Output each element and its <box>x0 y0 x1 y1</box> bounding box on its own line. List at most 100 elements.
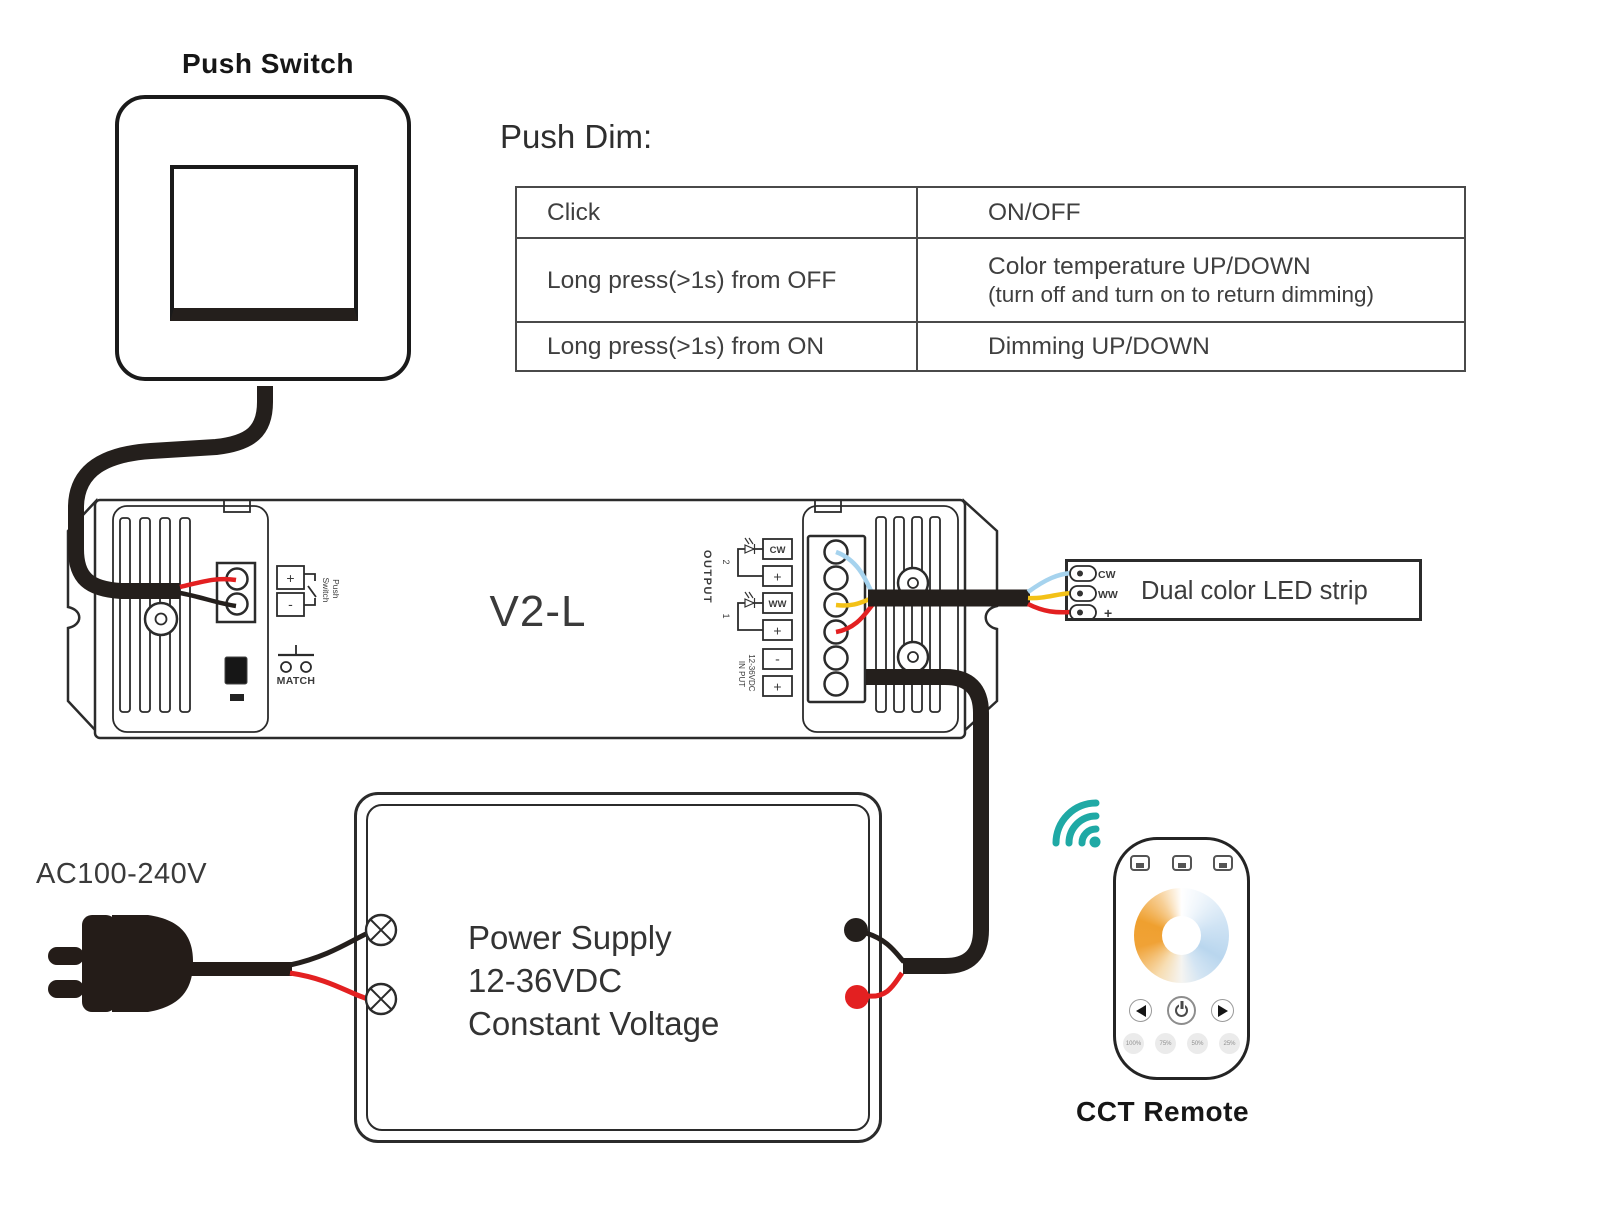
controller-body: + - Push Switch MATCH V2-L <box>66 497 999 740</box>
table-row: Long press(>1s) from OFF Color temperatu… <box>517 237 1464 321</box>
wire-terminal-block <box>806 534 867 704</box>
output-label: OUTPUT <box>701 550 713 604</box>
result-cell: Color temperature UP/DOWN <box>988 253 1311 280</box>
svg-text:Push Switch: Push Switch <box>321 577 341 602</box>
cct-remote: 100% 75% 50% 25% <box>1113 837 1250 1080</box>
power-icon <box>1175 1004 1188 1017</box>
mount-ear-left <box>66 497 98 735</box>
controller-case <box>93 498 967 740</box>
prev-button <box>1129 999 1152 1022</box>
psu-line-1: Power Supply <box>468 919 672 956</box>
led-diode-icon <box>744 537 756 554</box>
end-cap-left <box>112 505 269 733</box>
zone-button-icon <box>1171 855 1192 871</box>
wire-yellow <box>835 596 871 608</box>
zone-button-icon <box>1130 855 1150 871</box>
screw-hole <box>896 640 930 674</box>
wireless-origin-dot <box>1089 836 1101 848</box>
right-triangle-icon <box>1217 1004 1228 1017</box>
channel1-number: 1 <box>721 613 731 618</box>
vent-grille-right <box>875 516 941 713</box>
screw-hole-center <box>907 577 919 589</box>
ac-plug <box>48 915 370 1012</box>
terminal-holes <box>823 539 849 697</box>
led-strip-label: Dual color LED strip <box>1141 577 1368 605</box>
svg-text:12-36VDC IN PUT: 12-36VDC IN PUT <box>737 654 756 694</box>
preset-button: 100% <box>1123 1033 1144 1054</box>
end-cap-right <box>802 505 959 733</box>
vent-grille-left <box>119 517 191 713</box>
led-strip <box>1065 559 1422 621</box>
color-temperature-wheel <box>1134 888 1229 983</box>
channel1-bracket <box>737 602 763 631</box>
terminal-plus: + <box>773 623 781 639</box>
result-cell-note: (turn off and turn on to return dimming) <box>988 282 1375 307</box>
push-switch-label: Push Switch <box>182 48 354 79</box>
preset-button: 75% <box>1155 1033 1176 1054</box>
terminal-plus: + <box>773 569 781 585</box>
wire-red <box>835 601 876 635</box>
power-button <box>1167 996 1196 1025</box>
indicator-led <box>230 694 244 701</box>
preset-button: 25% <box>1219 1033 1240 1054</box>
push-plus: + <box>286 570 294 586</box>
terminal-label-boxes <box>762 538 793 697</box>
channel2-bracket <box>737 548 763 577</box>
wire-black <box>179 590 237 609</box>
model-label: V2-L <box>490 587 587 636</box>
match-label: MATCH <box>277 675 316 687</box>
zone-button-icon <box>1213 855 1233 871</box>
psu-line-2: 12-36VDC <box>468 962 623 999</box>
table-row: Click ON/OFF <box>517 188 1464 237</box>
switch-terminal-block <box>215 561 257 624</box>
wire-red <box>179 576 237 590</box>
action-cell: Long press(>1s) from ON <box>547 333 825 360</box>
svg-text:1: 1 <box>721 613 731 618</box>
push-switch-cable <box>68 386 273 609</box>
push-dim-table: Click ON/OFF Long press(>1s) from OFF Co… <box>515 186 1466 372</box>
plug-prong <box>48 947 84 965</box>
power-supply-text: Power Supply 12-36VDC Constant Voltage <box>468 916 719 1045</box>
action-cell: Click <box>547 199 601 226</box>
preset-button: 50% <box>1187 1033 1208 1054</box>
terminal-cw: CW <box>770 545 786 556</box>
left-triangle-icon <box>1135 1004 1146 1017</box>
mount-ear-right <box>962 498 999 734</box>
push-dim-title: Push Dim: <box>500 118 653 155</box>
psu-line-3: Constant Voltage <box>468 1005 720 1042</box>
svg-text:2: 2 <box>721 559 731 564</box>
push-minus: - <box>288 596 293 612</box>
next-button <box>1211 999 1234 1022</box>
nav-button-row <box>1129 996 1234 1025</box>
input-label: 12-36VDC IN PUT <box>737 654 756 694</box>
action-cell: Long press(>1s) from OFF <box>547 266 837 294</box>
match-push-button <box>224 656 248 685</box>
ac-input-label: AC100-240V <box>36 858 208 890</box>
plug-body <box>112 915 193 1012</box>
zone-button-row <box>1130 855 1233 871</box>
push-plus-box <box>276 565 305 590</box>
table-row: Long press(>1s) from ON Dimming UP/DOWN <box>517 321 1464 370</box>
screw-hole <box>143 601 179 637</box>
terminal-ww: WW <box>769 599 787 610</box>
led-diode-icon <box>744 591 756 608</box>
clip-tab <box>223 499 251 513</box>
push-minus-box <box>276 592 305 617</box>
svg-text:OUTPUT: OUTPUT <box>701 550 713 604</box>
plug-head <box>82 915 116 1012</box>
terminal-hole <box>225 567 249 591</box>
output-wiring <box>835 549 1072 635</box>
terminal-minus: - <box>775 651 780 667</box>
preset-button-row: 100% 75% 50% 25% <box>1123 1033 1240 1054</box>
result-cell: Dimming UP/DOWN <box>988 333 1210 360</box>
result-cell: ON/OFF <box>988 199 1081 226</box>
wire-blue <box>835 549 875 594</box>
push-switch-port-label: Push Switch <box>321 577 341 602</box>
screw-hole <box>896 566 930 600</box>
screw-hole-center <box>907 651 919 663</box>
cct-remote-label: CCT Remote <box>1076 1096 1250 1127</box>
screw-hole-center <box>154 612 168 626</box>
plug-prong <box>48 980 84 998</box>
wireless-icon <box>1052 799 1101 848</box>
